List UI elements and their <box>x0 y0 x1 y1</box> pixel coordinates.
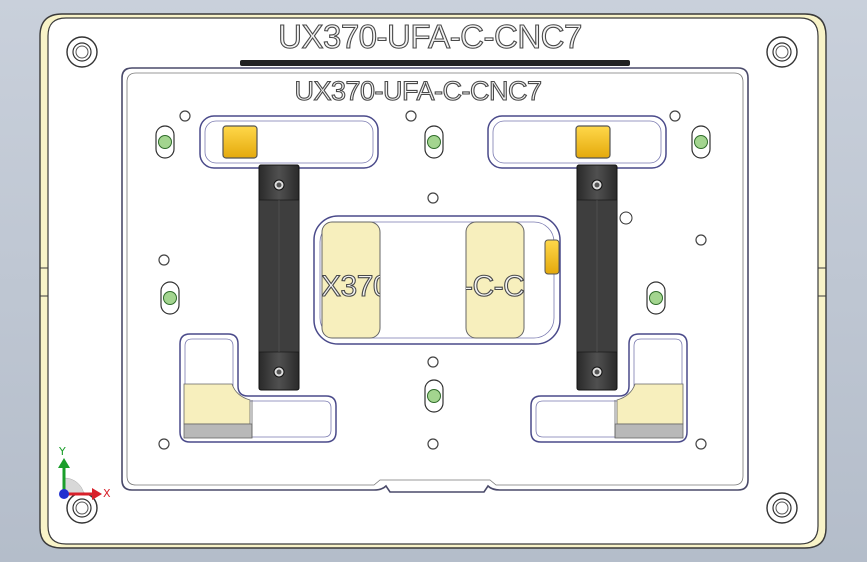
locating-pin[interactable] <box>424 125 444 159</box>
corner-hole-bottom-right <box>766 492 798 524</box>
clamp-left[interactable] <box>258 164 300 391</box>
cream-corner-right <box>616 383 684 425</box>
hole <box>695 234 707 246</box>
corner-holes <box>66 36 798 524</box>
window-label-right: -C-C <box>463 270 524 303</box>
top-rail <box>240 60 630 66</box>
corner-hole-top-left <box>66 36 98 68</box>
clamp-right-side-screw <box>619 211 633 225</box>
hole <box>405 110 417 122</box>
upper-pockets <box>199 115 667 169</box>
gold-locator-right[interactable] <box>575 125 611 159</box>
locating-pin[interactable] <box>646 281 666 315</box>
hole <box>427 438 439 450</box>
locating-pin[interactable] <box>160 281 180 315</box>
triad-x-label: X <box>103 487 111 500</box>
inner-plate-inset <box>126 72 744 486</box>
locating-pin[interactable] <box>691 125 711 159</box>
cream-block-left <box>321 221 381 339</box>
grey-slot-left <box>183 423 253 439</box>
outer-part-label: UX370-UFA-C-CNC7 <box>278 18 582 55</box>
triad-y-label: Y <box>58 445 66 458</box>
small-holes <box>158 110 707 450</box>
corner-hole-bottom-left <box>66 492 98 524</box>
gold-tab-small[interactable] <box>544 239 560 275</box>
lower-pockets <box>179 333 688 443</box>
hole <box>427 356 439 368</box>
locating-pins[interactable] <box>155 125 711 413</box>
clamps[interactable] <box>258 164 633 391</box>
cream-corner-left <box>183 383 251 425</box>
grey-slot-right <box>614 423 684 439</box>
center-window: X370 -C-C <box>313 215 561 345</box>
x-axis-arrowhead <box>92 488 102 500</box>
gold-locator-left[interactable] <box>222 125 258 159</box>
y-axis-arrowhead <box>58 458 70 468</box>
hole <box>669 110 681 122</box>
center-window-inner <box>319 221 555 339</box>
hole <box>427 192 439 204</box>
window-label-left: X370 <box>321 270 389 303</box>
cream-block-right <box>465 221 525 339</box>
coordinate-triad: Y X <box>58 445 111 500</box>
clamp-right[interactable] <box>576 164 633 391</box>
z-axis-dot <box>59 489 69 499</box>
pocket-upper-right-inner <box>492 120 662 164</box>
locating-pin[interactable] <box>424 379 444 413</box>
inner-part-label: UX370-UFA-C-CNC7 <box>294 76 541 106</box>
hole <box>158 254 170 266</box>
corner-hole-top-right <box>766 36 798 68</box>
hole <box>695 438 707 450</box>
pocket-upper-left-inner <box>204 120 374 164</box>
hole <box>158 438 170 450</box>
hole <box>179 110 191 122</box>
locating-pin[interactable] <box>155 125 175 159</box>
